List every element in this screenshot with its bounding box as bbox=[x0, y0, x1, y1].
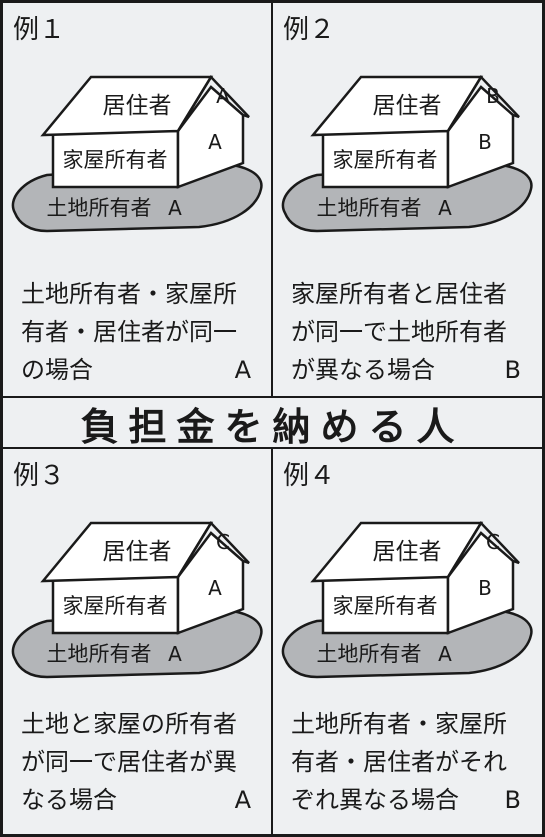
payer-wall: B bbox=[478, 576, 492, 600]
example-panel-1: 例１ 居住者 家屋所有者 土地所有者 A A A 土地所有者・家屋所 有者・居住… bbox=[3, 3, 273, 396]
payer-land: A bbox=[168, 196, 182, 220]
payer-land: A bbox=[168, 642, 182, 666]
caption-line: が異なる場合 bbox=[291, 356, 435, 384]
payer-wall: A bbox=[208, 130, 222, 154]
house-diagram: 居住者 家屋所有者 土地所有者 B B A bbox=[281, 74, 533, 233]
caption-line: の場合 bbox=[21, 356, 93, 384]
example-panel-4: 例４ 居住者 家屋所有者 土地所有者 C B A 土地所有者・家屋所 有者・居住… bbox=[273, 449, 542, 834]
payer-wall: B bbox=[478, 130, 492, 154]
land-owner-label: 土地所有者 bbox=[317, 642, 422, 666]
caption-payer: B bbox=[504, 786, 521, 814]
roof-edge bbox=[176, 520, 250, 578]
caption-line: ぞれ異なる場合 bbox=[291, 786, 459, 814]
house-owner-label: 家屋所有者 bbox=[63, 594, 168, 618]
land-owner-label: 土地所有者 bbox=[317, 196, 422, 220]
caption-payer: B bbox=[504, 356, 521, 384]
example-label: 例３ bbox=[13, 461, 66, 491]
divider-bottom bbox=[3, 447, 542, 449]
caption-last-row: なる場合 A bbox=[21, 781, 261, 819]
roof-edge bbox=[446, 520, 520, 578]
example-label: 例４ bbox=[283, 461, 336, 491]
caption-line: なる場合 bbox=[21, 786, 117, 814]
example-label: 例２ bbox=[283, 15, 336, 45]
payer-roof: C bbox=[216, 530, 230, 554]
caption-line: 有者・居住者が同一 bbox=[21, 318, 237, 346]
house-diagram: 居住者 家屋所有者 土地所有者 A A A bbox=[11, 74, 263, 233]
example-label: 例１ bbox=[13, 15, 66, 45]
caption-line: 家屋所有者と居住者 bbox=[291, 280, 507, 308]
house-side-wall bbox=[176, 85, 245, 189]
example-panel-2: 例２ 居住者 家屋所有者 土地所有者 B B A 家屋所有者と居住者 が同一で土… bbox=[273, 3, 542, 396]
payer-roof: A bbox=[216, 84, 230, 108]
caption-last-row: の場合 A bbox=[21, 351, 261, 389]
resident-label: 居住者 bbox=[373, 93, 442, 119]
land-owner-label: 土地所有者 bbox=[47, 642, 152, 666]
house-owner-label: 家屋所有者 bbox=[333, 148, 438, 172]
land-owner-label: 土地所有者 bbox=[47, 196, 152, 220]
house-owner-label: 家屋所有者 bbox=[63, 148, 168, 172]
example-panel-3: 例３ 居住者 家屋所有者 土地所有者 C A A 土地と家屋の所有者 が同一で居… bbox=[3, 449, 273, 834]
banner-title: 負担金を納める人 bbox=[80, 404, 465, 449]
caption-payer: A bbox=[234, 356, 251, 384]
house-side-wall bbox=[446, 85, 515, 189]
divider-top bbox=[3, 396, 542, 398]
caption-line: 土地と家屋の所有者 bbox=[21, 710, 237, 738]
caption: 土地と家屋の所有者 が同一で居住者が異 なる場合 A bbox=[21, 705, 261, 819]
house-side-wall bbox=[446, 531, 515, 635]
caption: 土地所有者・家屋所 有者・居住者がそれ ぞれ異なる場合 B bbox=[291, 705, 531, 819]
house-diagram: 居住者 家屋所有者 土地所有者 C A A bbox=[11, 520, 263, 679]
resident-label: 居住者 bbox=[103, 539, 172, 565]
house-diagram: 居住者 家屋所有者 土地所有者 C B A bbox=[281, 520, 533, 679]
payer-land: A bbox=[438, 196, 452, 220]
caption: 家屋所有者と居住者 が同一で土地所有者 が異なる場合 B bbox=[291, 275, 531, 389]
caption-last-row: が異なる場合 B bbox=[291, 351, 531, 389]
roof-edge bbox=[446, 74, 520, 132]
caption-line: 有者・居住者がそれ bbox=[291, 748, 507, 776]
resident-label: 居住者 bbox=[103, 93, 172, 119]
payer-land: A bbox=[438, 642, 452, 666]
caption-line: が同一で土地所有者 bbox=[291, 318, 507, 346]
roof-edge bbox=[176, 74, 250, 132]
resident-label: 居住者 bbox=[373, 539, 442, 565]
caption-last-row: ぞれ異なる場合 B bbox=[291, 781, 531, 819]
caption-payer: A bbox=[234, 786, 251, 814]
caption-line: 土地所有者・家屋所 bbox=[291, 710, 507, 738]
caption-line: が同一で居住者が異 bbox=[21, 748, 237, 776]
house-side-wall bbox=[176, 531, 245, 635]
payer-roof: B bbox=[486, 84, 500, 108]
caption-line: 土地所有者・家屋所 bbox=[21, 280, 237, 308]
payer-roof: C bbox=[486, 530, 500, 554]
house-owner-label: 家屋所有者 bbox=[333, 594, 438, 618]
caption: 土地所有者・家屋所 有者・居住者が同一 の場合 A bbox=[21, 275, 261, 389]
payer-wall: A bbox=[208, 576, 222, 600]
